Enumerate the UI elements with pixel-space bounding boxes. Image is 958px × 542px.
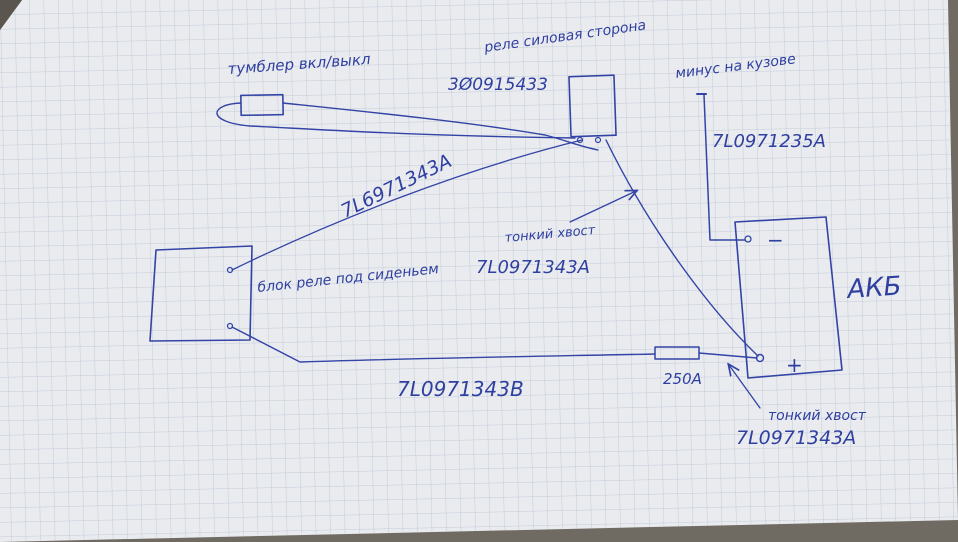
thin-tail-bottom-arrow [729, 365, 761, 409]
thin-tail-top-arrow [569, 191, 636, 223]
battery-label: АКБ [844, 271, 902, 305]
minus-part-number: 7L0971235A [712, 131, 826, 152]
thin-tail-bottom-part: 7L0971343A [736, 427, 856, 449]
fuse-label: 250А [663, 370, 702, 388]
wire-relay-to-battery [605, 139, 759, 357]
thin-tail-top-part: 7L0971343A [476, 257, 590, 278]
wire-bottom-part: 7L0971343B [397, 377, 524, 401]
wire-relay-to-block [231, 139, 583, 271]
wire-fuse-to-battery [698, 352, 758, 359]
relay-part-number: 3Ø0915433 [448, 75, 548, 95]
battery-minus-sign: − [767, 228, 784, 252]
thin-tail-bottom-label: тонкий хвост [768, 408, 867, 424]
toggle-wire-top [216, 102, 576, 139]
paper-edge-shadow [0, 0, 22, 30]
ground-wire [703, 94, 746, 241]
wire-block-to-fuse [231, 326, 656, 363]
toggle-switch-symbol [240, 93, 284, 117]
battery-plus-sign: + [786, 353, 803, 377]
toggle-wire-bottom [282, 102, 599, 151]
